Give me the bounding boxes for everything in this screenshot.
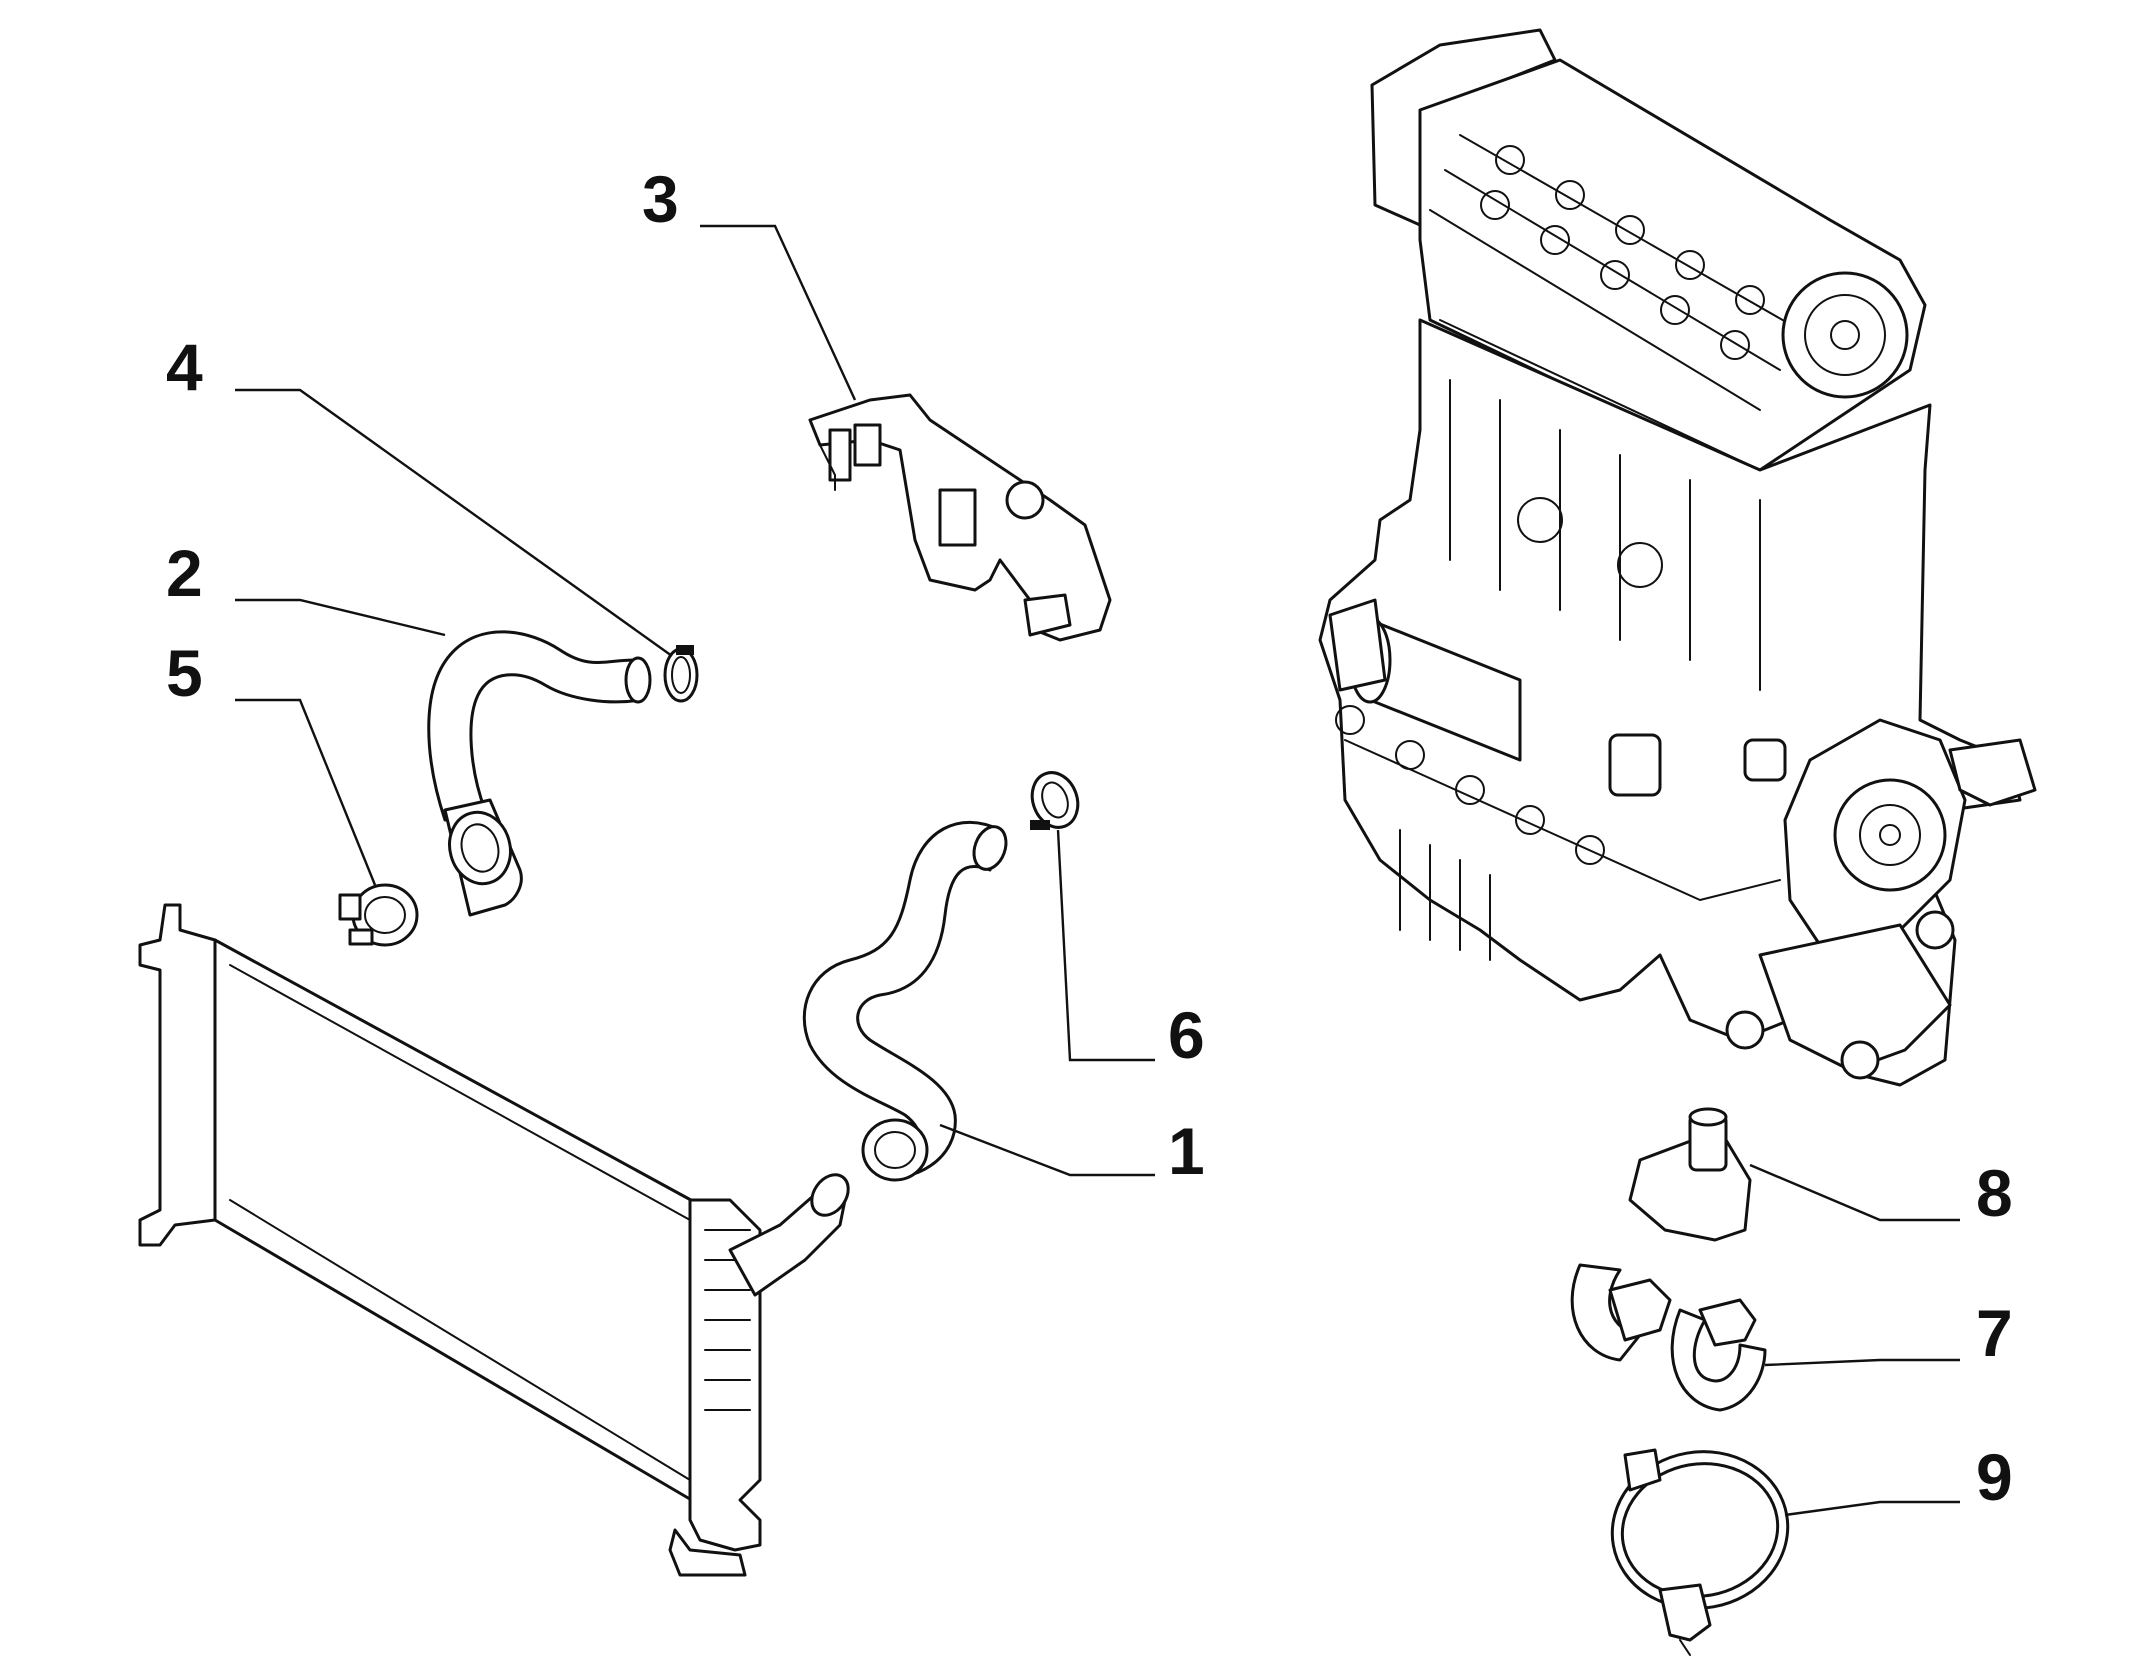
callout-4: 4 xyxy=(166,330,203,404)
callout-2: 2 xyxy=(166,536,203,610)
engine-block xyxy=(1318,28,2037,1087)
part-7-double-clamp xyxy=(1570,1263,1767,1412)
radiator xyxy=(138,903,850,1577)
part-1-lower-hose xyxy=(802,820,1008,1182)
callout-7: 7 xyxy=(1976,1296,2013,1370)
leader-lines xyxy=(235,224,1960,1517)
part-3-bracket xyxy=(808,393,1112,642)
part-5-hose-clamp xyxy=(338,883,419,947)
callout-3: 3 xyxy=(642,162,679,236)
part-2-upper-hose xyxy=(427,630,652,917)
part-6-hose-clamp xyxy=(1030,771,1080,830)
part-9-band-clamp xyxy=(1610,1448,1790,1656)
callout-6: 6 xyxy=(1168,998,1205,1072)
callout-8: 8 xyxy=(1976,1156,2013,1230)
callout-9: 9 xyxy=(1976,1440,2013,1514)
callout-5: 5 xyxy=(166,636,203,710)
part-4-hose-clamp xyxy=(663,645,699,703)
part-8-hose-fitting xyxy=(1628,1107,1752,1242)
callout-1: 1 xyxy=(1168,1114,1205,1188)
